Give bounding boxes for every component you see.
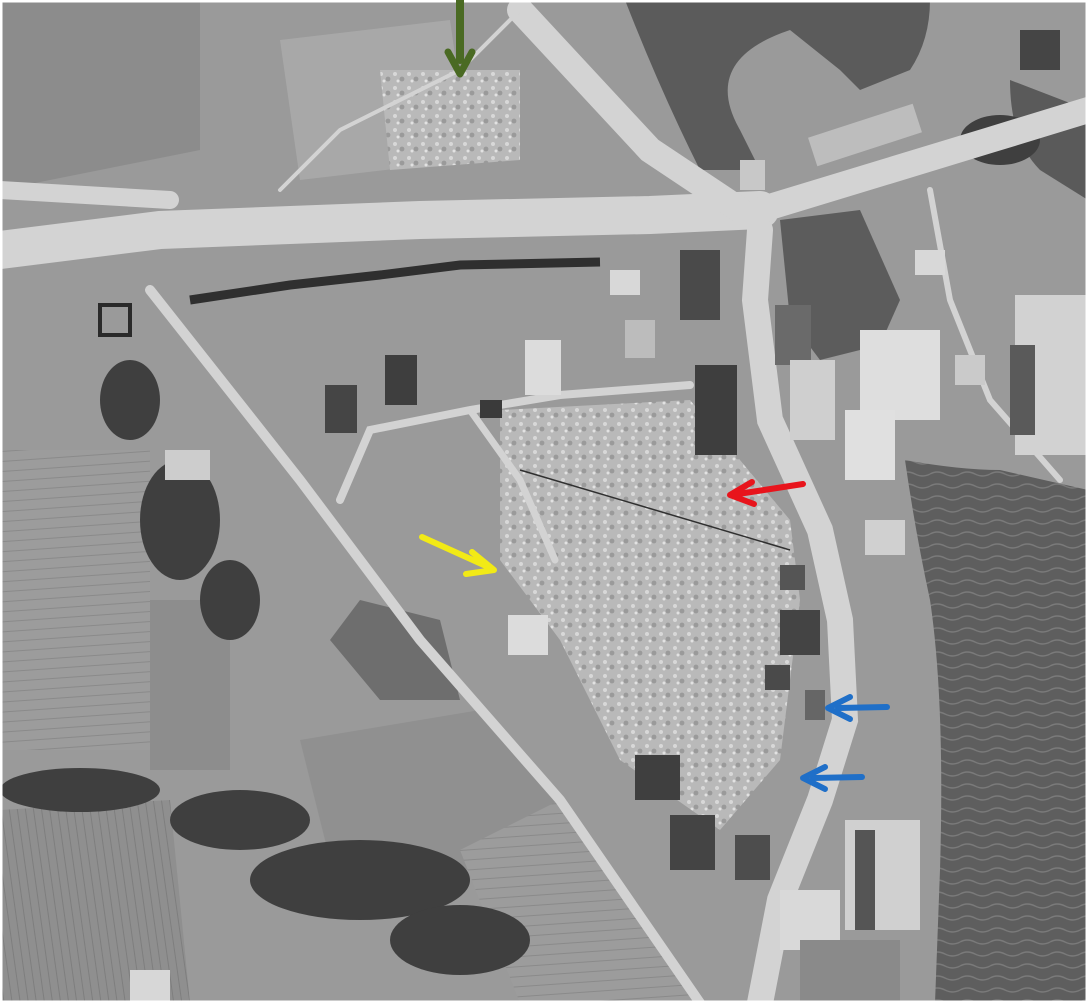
field-top-left xyxy=(0,0,200,190)
red-arrow xyxy=(727,479,806,507)
quarry-area xyxy=(500,400,800,830)
quarry-top xyxy=(380,70,520,170)
green-arrow xyxy=(444,0,476,78)
field-lower-left xyxy=(0,800,190,1003)
blue-arrow-2 xyxy=(800,764,865,792)
buildings xyxy=(98,30,1088,1003)
field-lower-mid xyxy=(300,710,560,870)
yellow-arrow xyxy=(419,534,497,577)
cliff-edge xyxy=(189,257,601,305)
tree-belt xyxy=(0,115,1040,975)
river-main xyxy=(905,460,1088,1003)
field-left-1 xyxy=(0,450,150,750)
blue-arrow-1 xyxy=(825,694,890,722)
power-line xyxy=(519,469,791,551)
river-upper xyxy=(625,0,930,170)
field-dark-patch xyxy=(330,600,460,700)
bridge xyxy=(808,103,922,167)
dam-wall xyxy=(860,330,940,420)
